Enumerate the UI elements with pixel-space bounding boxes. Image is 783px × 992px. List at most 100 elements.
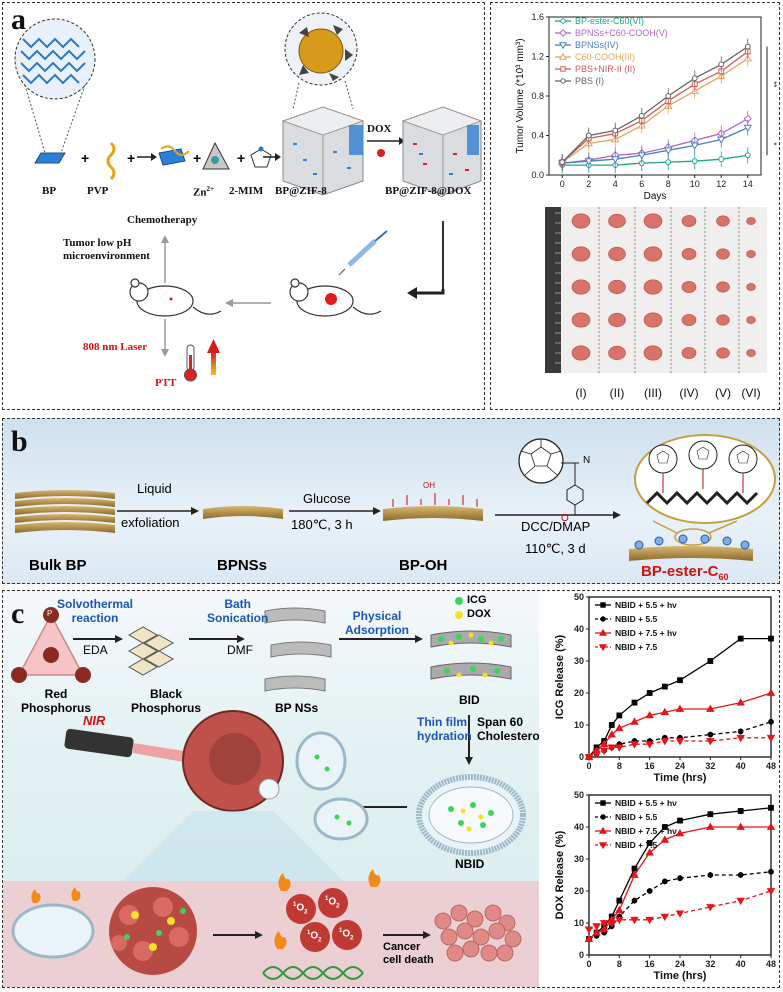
tumor-sample <box>681 248 697 260</box>
data-point <box>716 136 726 144</box>
tumor-sample <box>681 314 697 326</box>
label-pvp: PVP <box>87 185 109 197</box>
y-tick-label: 40 <box>574 624 584 634</box>
panel-a-letter: a <box>11 3 26 36</box>
data-point <box>677 817 683 824</box>
tumor-sample <box>643 246 663 262</box>
data-point <box>737 872 744 878</box>
label-red-phosphorus: Red Phosphorus <box>21 687 91 715</box>
data-point <box>707 811 714 818</box>
tumor-sample <box>643 279 663 295</box>
fire-icons <box>31 869 381 949</box>
label-bp-zif-8: BP@ZIF-8 <box>275 185 327 197</box>
label-cond2: 110℃, 3 d <box>525 541 586 556</box>
legend-label: NBID + 5.5 + hν <box>615 600 677 610</box>
x-tick-label: 10 <box>690 179 700 189</box>
legend-marker <box>600 800 606 806</box>
data-point <box>645 711 654 719</box>
x-tick-label: 0 <box>586 761 591 771</box>
dox-molecule <box>377 149 385 157</box>
panel-a-schematic: + + + + <box>14 12 483 382</box>
label-nbid: NBID <box>455 857 485 871</box>
tumor-cluster <box>109 887 197 975</box>
data-point <box>630 717 639 725</box>
tumor-sample <box>746 250 756 258</box>
label-icg: ICG <box>467 594 487 606</box>
y-tick-label: 0.4 <box>531 131 544 141</box>
label-solvothermal-2: reaction <box>71 611 119 625</box>
label-ptt: PTT <box>155 377 177 389</box>
label-thin-film-1: Thin film <box>417 715 467 729</box>
tumor-sample <box>643 312 663 328</box>
data-point <box>706 738 715 746</box>
data-point <box>766 734 776 743</box>
label-bid: BID <box>459 693 480 707</box>
svg-text:+: + <box>193 150 201 166</box>
data-point <box>615 916 624 925</box>
tumor-sample <box>716 248 730 260</box>
data-point <box>631 865 638 872</box>
x-tick-label: 24 <box>675 761 685 771</box>
data-point <box>615 723 624 732</box>
photo-group-label: (III) <box>644 386 662 400</box>
bid-sheets <box>430 630 512 680</box>
data-point <box>599 739 609 748</box>
y-axis-label: Tumor Volume (*10³ mm³) <box>515 38 526 153</box>
label-black-phosphorus: Black Phosphorus <box>131 687 201 715</box>
tumor-sample <box>571 345 591 361</box>
bpnss-sheet <box>203 506 283 519</box>
svg-text:+: + <box>127 150 135 166</box>
x-tick-label: 16 <box>645 761 655 771</box>
tumor-sample <box>716 314 730 326</box>
bp-pvp-complex <box>158 148 186 166</box>
data-point <box>768 868 774 875</box>
data-point <box>706 822 715 830</box>
data-point <box>768 635 774 642</box>
label-cholesterol: Cholesterol <box>477 729 539 743</box>
legend-marker <box>559 29 567 37</box>
label-liquid: Liquid <box>137 481 172 496</box>
data-point <box>631 897 638 904</box>
red-phosphorus-atoms <box>11 607 91 683</box>
data-point <box>736 734 745 743</box>
tumor-sample <box>643 213 663 229</box>
dead-cell-cluster <box>434 904 522 962</box>
x-tick-label: 0 <box>586 959 591 969</box>
data-point <box>630 916 639 925</box>
panel-c-letter: c <box>11 597 25 630</box>
legend-marker <box>598 644 608 652</box>
legend-label: NBID + 5.5 <box>615 812 658 822</box>
series-line <box>562 118 749 164</box>
data-point <box>585 132 592 139</box>
y-tick-label: 10 <box>574 720 584 730</box>
y-tick-label: 40 <box>574 822 584 832</box>
legend-marker <box>600 602 606 608</box>
tumor-sample <box>746 316 756 324</box>
data-point <box>660 835 670 843</box>
data-point <box>607 730 617 738</box>
y-axis-label: DOX Release (%) <box>554 830 566 919</box>
label-nir: NIR <box>83 713 106 728</box>
red-phosphorus-triangle <box>17 613 85 676</box>
legend-label: NBID + 7.5 + hν <box>615 826 677 836</box>
label-bp-nss: BP NSs <box>275 701 319 715</box>
data-point <box>707 731 714 738</box>
x-tick-label: 2 <box>586 179 591 189</box>
data-point <box>660 738 670 746</box>
data-point <box>607 920 617 928</box>
data-point <box>630 741 639 749</box>
significance-label: * <box>769 142 778 145</box>
data-point <box>665 93 672 99</box>
data-point <box>645 848 654 856</box>
c60-cage-2 <box>688 440 718 470</box>
label-o2-2: 1O2 <box>325 896 340 910</box>
label-n: N <box>583 455 591 466</box>
syringe-icon <box>338 230 388 276</box>
data-point <box>707 872 714 878</box>
label-o2-4: 1O2 <box>339 928 354 942</box>
x-tick-label: 32 <box>705 761 715 771</box>
label-solvothermal-1: Solvothermal <box>57 597 134 611</box>
label-span-60: Span 60 Cholesterol <box>477 715 539 743</box>
